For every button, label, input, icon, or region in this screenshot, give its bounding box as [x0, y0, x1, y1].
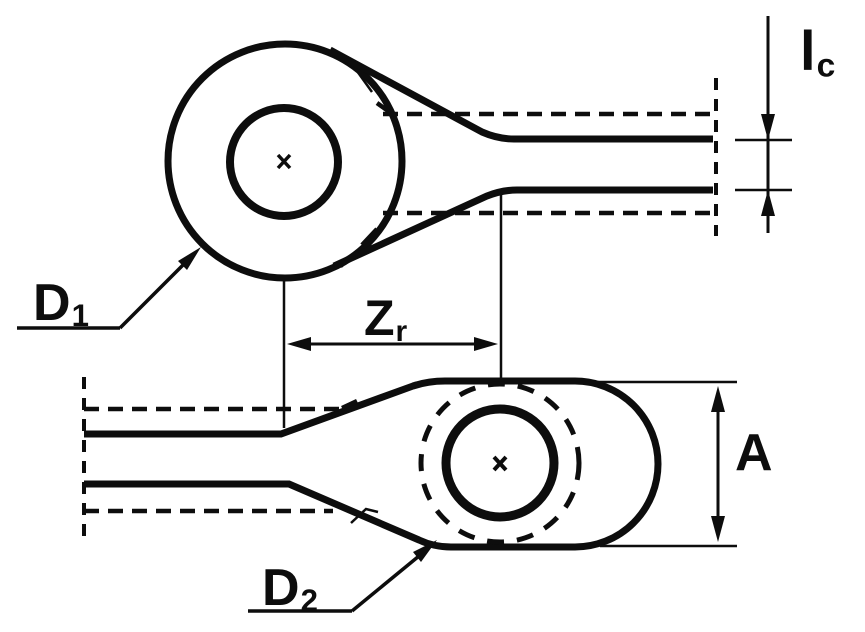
upper-lug-hole-outline — [226, 104, 342, 220]
lc-arrowhead-down — [761, 114, 775, 140]
zr-label-subscript: r — [395, 315, 408, 348]
a-dimension — [592, 380, 737, 548]
upper-lug-ring-outline — [164, 40, 406, 282]
lower-lug-crimp-tick-bottom — [350, 507, 379, 524]
d2-label-subscript: 2 — [300, 583, 318, 619]
upper-lug-bottom-profile — [332, 186, 713, 270]
upper-lug-center-mark — [276, 153, 292, 170]
zr-label-main: Z — [364, 290, 395, 346]
a-arrowhead-top — [711, 386, 725, 412]
lc-label-main: l — [800, 19, 816, 82]
d2-label-main: D — [262, 559, 300, 617]
upper-lug-hidden-leadin-top — [375, 101, 393, 115]
upper-lug-crimp-tick-top — [355, 70, 374, 93]
lower-lug-crimp-tick-top — [337, 401, 354, 415]
upper-lug — [164, 40, 718, 282]
d2-leader-line — [350, 554, 421, 613]
lower-lug-outline — [84, 377, 662, 551]
lc-label-subscript: c — [816, 47, 836, 85]
d1-arrowhead — [178, 247, 201, 270]
lower-lug — [82, 377, 662, 551]
d2-arrowhead — [413, 540, 437, 562]
lc-dimension — [735, 16, 792, 233]
upper-lug-top-profile — [328, 46, 713, 143]
upper-lug-crimp-tick-bottom — [340, 251, 359, 268]
zr-arrowhead-right — [474, 337, 498, 351]
d2-label: D2 — [262, 559, 318, 619]
d1-label-main: D — [33, 274, 71, 332]
lc-arrowhead-up — [761, 190, 775, 216]
zr-dimension — [282, 195, 503, 428]
a-arrowhead-bottom — [711, 516, 725, 542]
d1-leader-line — [118, 262, 186, 330]
lower-lug-center-mark — [492, 455, 508, 472]
upper-lug-hidden-leadin-bottom — [360, 227, 379, 247]
a-label-main: A — [735, 424, 773, 482]
d1-label: D1 — [33, 274, 89, 334]
zr-arrowhead-left — [287, 337, 311, 351]
lower-lug-hole-outline — [441, 404, 559, 522]
lower-lug-hidden-circle — [418, 381, 582, 545]
a-label: A — [735, 427, 773, 479]
lc-label: lc — [800, 23, 835, 83]
d2-leader — [248, 540, 437, 613]
zr-label: Zr — [364, 290, 407, 347]
d1-label-subscript: 1 — [71, 298, 89, 334]
d1-leader — [17, 247, 201, 330]
